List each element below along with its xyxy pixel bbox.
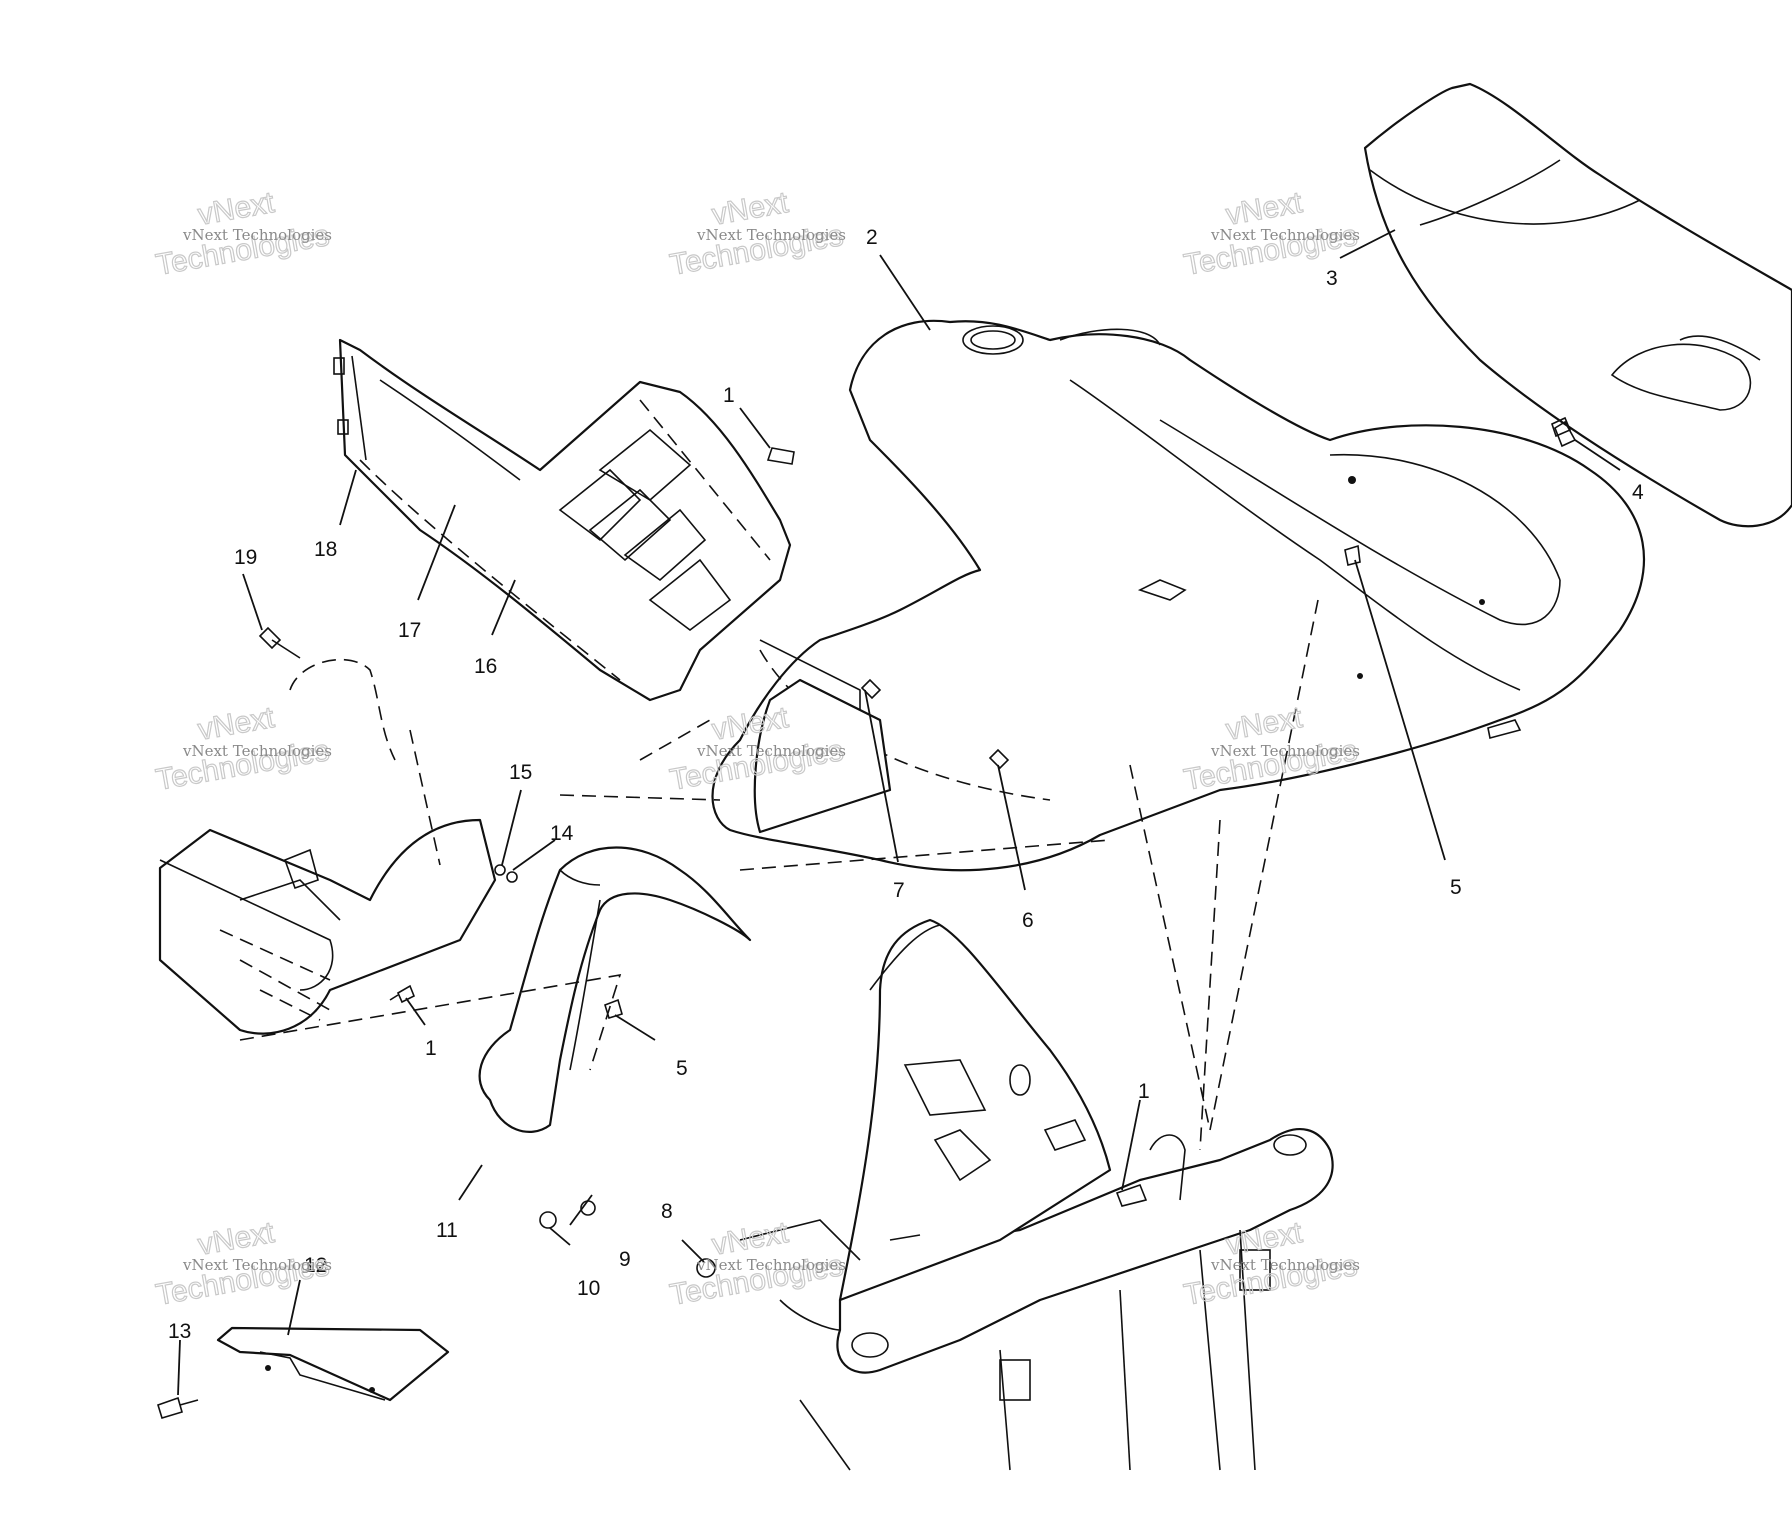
callout-12: 12 — [304, 1254, 327, 1277]
callout-1-top: 1 — [723, 384, 735, 407]
watermark-mc: vNext Technologies vNext Technologies — [667, 700, 846, 797]
callout-11: 11 — [436, 1219, 458, 1242]
leader-lines — [177, 229, 1621, 1396]
watermark-tl: vNext Technologies vNext Technologies — [153, 185, 332, 282]
svg-text:vNext Technologies: vNext Technologies — [182, 742, 332, 760]
callout-2: 2 — [866, 226, 878, 249]
callout-1-floor: 1 — [425, 1037, 437, 1060]
svg-text:vNext: vNext — [1223, 186, 1305, 232]
fender-side-flap — [753, 678, 892, 834]
svg-text:vNext Technologies: vNext Technologies — [182, 226, 332, 244]
watermark-group: vNext Technologies vNext Technologies vN… — [153, 185, 1360, 1312]
callout-1-frame: 1 — [1138, 1080, 1150, 1103]
callout-10: 10 — [577, 1277, 600, 1300]
svg-text:vNext: vNext — [195, 186, 277, 232]
callout-8: 8 — [661, 1200, 673, 1223]
callout-13: 13 — [168, 1320, 191, 1343]
svg-text:vNext Technologies: vNext Technologies — [1210, 1256, 1360, 1274]
watermark-mr: vNext Technologies vNext Technologies — [1181, 700, 1360, 797]
svg-text:vNext Technologies: vNext Technologies — [696, 742, 846, 760]
callout-3: 3 — [1326, 267, 1338, 290]
callout-19: 19 — [234, 546, 257, 569]
callout-6: 6 — [1022, 909, 1034, 932]
part-11-fender-flare — [478, 846, 752, 1133]
svg-text:vNext Technologies: vNext Technologies — [1210, 226, 1360, 244]
callout-7: 7 — [893, 879, 905, 902]
watermark-tc: vNext Technologies vNext Technologies — [667, 185, 846, 282]
hardware-items — [157, 447, 1361, 1419]
callout-14: 14 — [550, 822, 574, 845]
callout-5-right: 5 — [1450, 876, 1462, 899]
callout-4: 4 — [1632, 481, 1644, 504]
front-floor-panel — [158, 818, 497, 1035]
part-16-17-18-front-panel — [333, 338, 792, 702]
frame-assembly — [739, 918, 1334, 1471]
part-2-rear-fender — [711, 319, 1646, 872]
svg-text:vNext: vNext — [195, 701, 277, 747]
svg-text:vNext Technologies: vNext Technologies — [696, 1256, 846, 1274]
part-12-skid-plate — [216, 1326, 450, 1402]
svg-text:vNext: vNext — [709, 186, 791, 232]
callout-17: 17 — [398, 619, 421, 642]
assembly-line-1 — [289, 658, 396, 761]
part-3-seat — [1363, 82, 1792, 528]
callout-numbers: 2 3 4 1 18 19 17 16 15 14 5 7 6 1 5 1 11… — [168, 226, 1644, 1343]
watermark-bc: vNext Technologies vNext Technologies — [667, 1215, 846, 1312]
svg-text:vNext: vNext — [709, 1216, 791, 1262]
svg-text:vNext Technologies: vNext Technologies — [696, 226, 846, 244]
watermark-ml: vNext Technologies vNext Technologies — [153, 700, 332, 797]
callout-18: 18 — [314, 538, 337, 561]
watermark-bl: vNext Technologies vNext Technologies — [153, 1215, 332, 1312]
svg-text:vNext Technologies: vNext Technologies — [182, 1256, 332, 1274]
callout-15: 15 — [509, 761, 532, 784]
callout-5-left: 5 — [676, 1057, 688, 1080]
callout-16: 16 — [474, 655, 497, 678]
svg-text:vNext: vNext — [195, 1216, 277, 1262]
callout-9: 9 — [619, 1248, 631, 1271]
svg-text:vNext Technologies: vNext Technologies — [1210, 742, 1360, 760]
